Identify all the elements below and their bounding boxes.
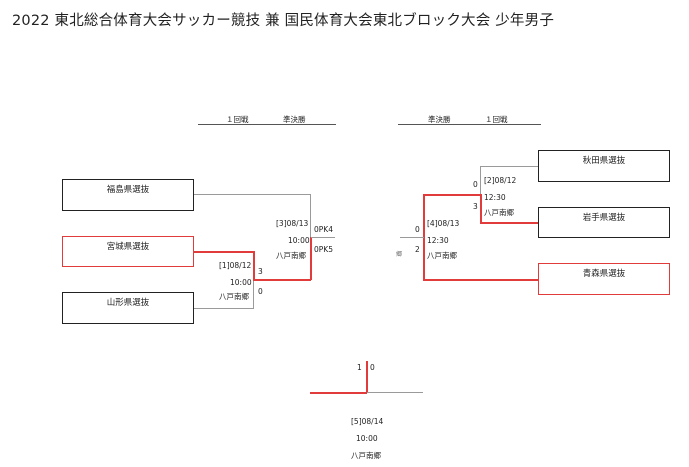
match-1-score-bottom: 0 — [258, 287, 263, 296]
match-4-stray-text: 郷 — [396, 251, 403, 258]
team-box-yamagata[interactable]: 山形県選抜 — [62, 292, 194, 324]
bracket-line-m2-lower — [480, 194, 482, 223]
match-4-time: 12:30 — [427, 236, 449, 245]
final-date: [5]08/14 — [351, 417, 384, 426]
match-1-time: 10:00 — [230, 278, 252, 287]
bracket-line-m2-winner — [423, 194, 481, 196]
round-header-underline-left — [198, 124, 336, 125]
bracket-line-m1-lower — [253, 279, 254, 308]
match-2-venue: 八戸南郷 — [484, 208, 514, 217]
match-3-date: [3]08/13 — [276, 219, 309, 228]
team-box-akita[interactable]: 秋田県選抜 — [538, 150, 670, 182]
bracket-line-m4 — [423, 194, 425, 279]
match-1-score-top: 3 — [258, 267, 263, 276]
round-header-underline-right — [398, 124, 541, 125]
bracket-line-m3-upper — [310, 194, 311, 237]
bracket-line-fukushima — [194, 194, 311, 195]
round-header-right-semifinal: 準決勝 — [428, 115, 451, 124]
bracket-line-miyagi — [194, 251, 254, 253]
final-venue: 八戸南郷 — [351, 451, 381, 460]
team-box-fukushima[interactable]: 福島県選抜 — [62, 179, 194, 211]
bracket-line-aomori — [423, 279, 538, 281]
match-4-score-top: 0 — [415, 225, 420, 234]
match-3-score-top: 0PK4 — [314, 225, 333, 234]
bracket-line-akita — [480, 166, 538, 167]
bracket-line-final-stem — [366, 361, 368, 393]
match-1-venue: 八戸南郷 — [219, 292, 249, 301]
match-2-score-bottom: 3 — [473, 202, 478, 211]
bracket-line-m4-out — [400, 237, 424, 238]
match-3-time: 10:00 — [288, 236, 310, 245]
round-header-right-1: １回戦 — [485, 115, 508, 124]
bracket-line-final-left — [310, 392, 367, 394]
round-header-left-1: １回戦 — [226, 115, 249, 124]
team-box-iwate[interactable]: 岩手県選抜 — [538, 207, 670, 238]
final-score-right: 0 — [370, 363, 375, 372]
match-2-score-top: 0 — [473, 180, 478, 189]
match-1-date: [1]08/12 — [219, 261, 252, 270]
team-box-aomori[interactable]: 青森県選抜 — [538, 263, 670, 295]
match-2-date: [2]08/12 — [484, 176, 517, 185]
match-2-time: 12:30 — [484, 193, 506, 202]
match-4-date: [4]08/13 — [427, 219, 460, 228]
bracket-line-m3-lower — [310, 237, 312, 280]
bracket-line-m2-upper — [480, 166, 481, 194]
bracket-line-m3-out — [311, 237, 335, 238]
bracket-line-iwate — [480, 222, 538, 224]
bracket-line-final-right — [367, 392, 423, 393]
final-time: 10:00 — [356, 434, 378, 443]
final-score-left: 1 — [357, 363, 362, 372]
match-3-venue: 八戸南郷 — [276, 251, 306, 260]
bracket-line-m1-winner — [253, 279, 311, 281]
match-4-score-bottom: 2 — [415, 245, 420, 254]
match-4-venue: 八戸南郷 — [427, 251, 457, 260]
match-3-score-bottom: 0PK5 — [314, 245, 333, 254]
bracket-line-m1-upper — [253, 251, 255, 279]
page-title: 2022 東北総合体育大会サッカー競技 兼 国民体育大会東北ブロック大会 少年男… — [12, 13, 555, 29]
bracket-line-yamagata — [194, 308, 254, 309]
round-header-left-semifinal: 準決勝 — [283, 115, 306, 124]
team-box-miyagi[interactable]: 宮城県選抜 — [62, 236, 194, 267]
